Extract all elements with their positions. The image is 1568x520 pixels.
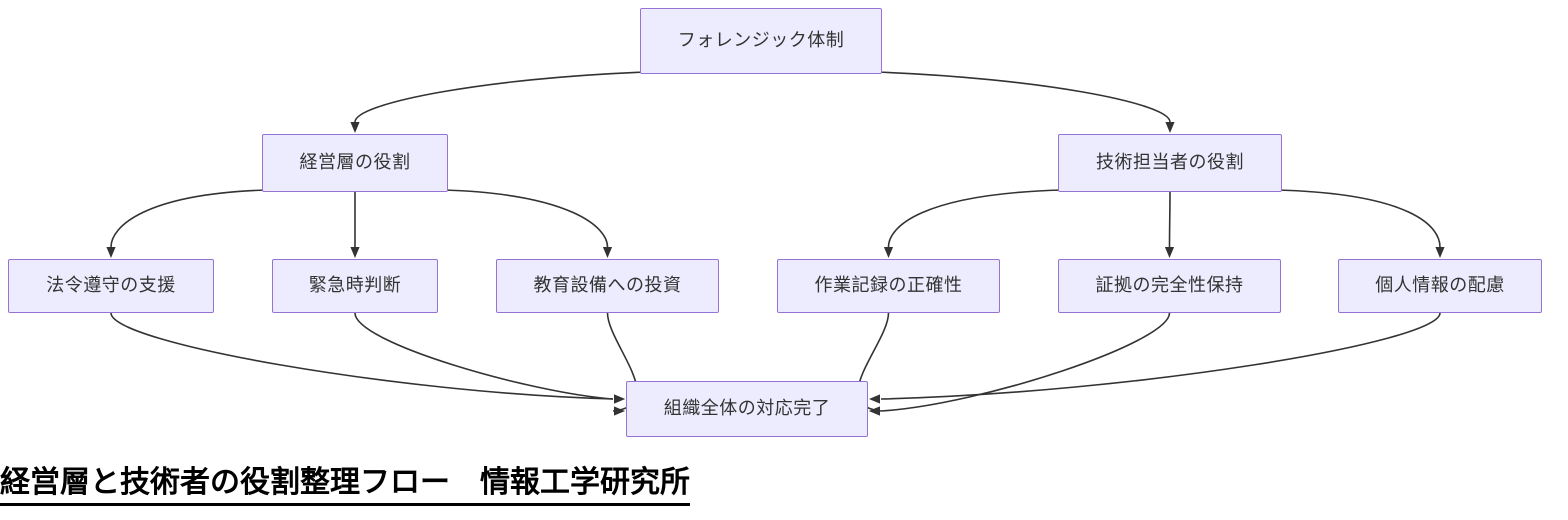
edge-line	[1277, 189, 1441, 248]
node-root-label: フォレンジック体制	[677, 30, 845, 51]
edge-arrowhead	[869, 394, 880, 404]
node-records-label: 作業記録の正確性	[814, 275, 963, 296]
node-records[interactable]: 作業記録の正確性	[777, 259, 1000, 313]
node-exec[interactable]: 経営層の役割	[262, 134, 448, 192]
node-emergency[interactable]: 緊急時判断	[272, 259, 438, 313]
edge-line	[1168, 191, 1171, 248]
node-investment-label: 教育設備への投資	[533, 275, 682, 296]
edge-arrowhead	[883, 247, 894, 258]
edge-arrowhead	[602, 247, 613, 258]
node-tech-label: 技術担当者の役割	[1096, 152, 1244, 173]
node-compliance-label: 法令遵守の支援	[46, 275, 176, 296]
node-investment[interactable]: 教育設備への投資	[496, 259, 719, 313]
node-exec-label: 経営層の役割	[299, 152, 411, 173]
edge-line	[443, 189, 609, 248]
edge-line	[110, 312, 614, 400]
node-root[interactable]: フォレンジック体制	[640, 8, 882, 74]
edge-arrowhead	[1435, 247, 1445, 258]
node-integrity-label: 証拠の完全性保持	[1095, 275, 1244, 296]
edge-arrowhead	[614, 406, 625, 416]
edge-arrowhead	[350, 247, 360, 258]
node-privacy-label: 個人情報の配慮	[1375, 275, 1505, 296]
edges-group	[106, 71, 1445, 416]
edge-line	[875, 71, 1171, 123]
node-tech[interactable]: 技術担当者の役割	[1058, 134, 1282, 192]
edge-arrowhead	[869, 406, 880, 416]
edge-arrowhead	[1165, 122, 1175, 133]
edge-line	[354, 71, 647, 123]
node-done-label: 組織全体の対応完了	[663, 398, 831, 419]
edge-line	[110, 189, 267, 248]
edge-arrowhead	[1164, 247, 1175, 258]
edge-line	[354, 312, 614, 400]
node-privacy[interactable]: 個人情報の配慮	[1338, 259, 1542, 313]
edge-line	[887, 189, 1063, 248]
node-done[interactable]: 組織全体の対応完了	[626, 381, 868, 437]
node-integrity[interactable]: 証拠の完全性保持	[1058, 259, 1281, 313]
edge-arrowhead	[106, 247, 116, 258]
node-emergency-label: 緊急時判断	[308, 275, 402, 296]
edge-line	[880, 312, 1171, 412]
edge-line	[880, 312, 1441, 400]
node-compliance[interactable]: 法令遵守の支援	[8, 259, 214, 313]
edge-arrowhead	[350, 122, 360, 133]
edge-arrowhead	[614, 394, 625, 404]
diagram-caption: 経営層と技術者の役割整理フロー 情報工学研究所	[0, 466, 690, 506]
